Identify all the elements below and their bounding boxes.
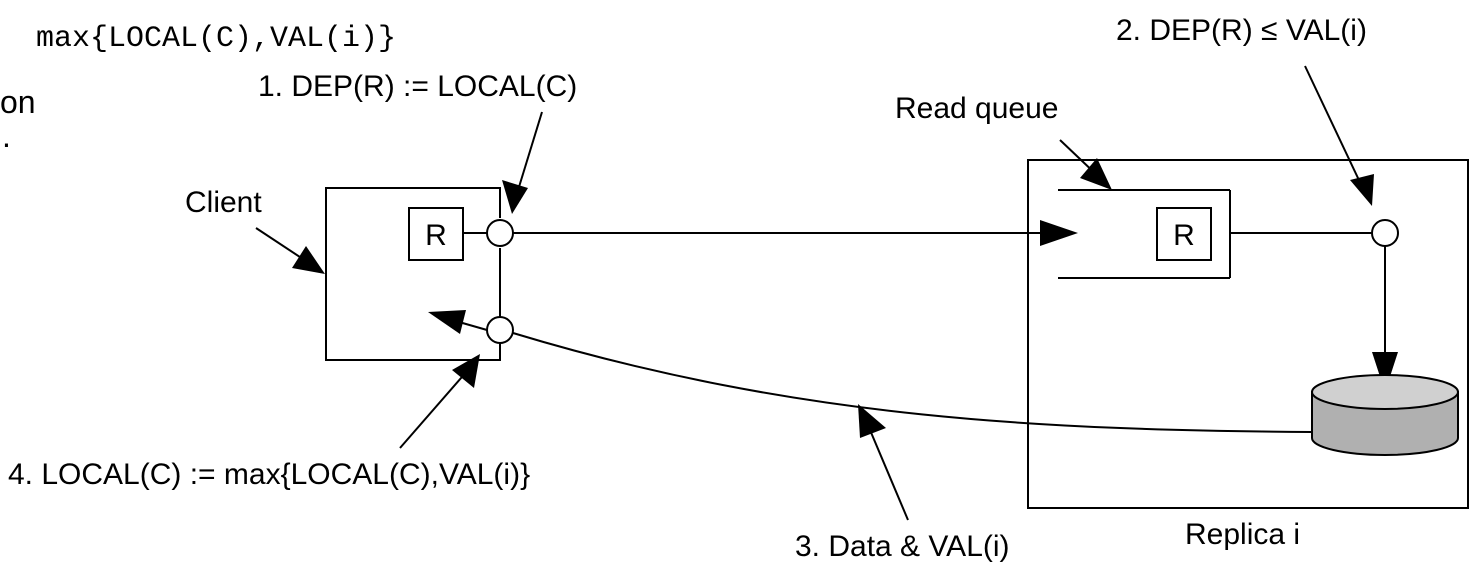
step3-label: 3. Data & VAL(i)	[795, 530, 1010, 563]
client-request-label: R	[425, 219, 447, 252]
client-request-box	[408, 207, 464, 261]
step4-pointer-arrowhead	[452, 354, 480, 388]
disk-arrowhead	[1372, 352, 1398, 392]
step3-pointer-arrowhead	[858, 404, 886, 438]
left-text-fragment: on	[0, 84, 36, 120]
replica-label: Replica i	[1185, 518, 1301, 551]
client-label: Client	[185, 186, 262, 219]
read-queue-label: Read queue	[895, 92, 1059, 125]
read-queue-pointer-arrowhead	[1080, 158, 1112, 190]
client-box	[325, 187, 501, 361]
response-curve	[512, 332, 1313, 433]
left-dot-fragment: .	[2, 118, 11, 154]
database-disk-icon	[1311, 374, 1459, 456]
step2-label: 2. DEP(R) ≤ VAL(i)	[1116, 14, 1367, 47]
step1-pointer-arrowhead	[502, 180, 528, 214]
queue-request-box	[1156, 207, 1212, 261]
step4-label: 4. LOCAL(C) := max{LOCAL(C),VAL(i)}	[8, 458, 531, 491]
client-out-port	[486, 219, 514, 247]
response-arrowhead	[428, 310, 466, 334]
client-pointer-arrowhead	[292, 246, 325, 274]
step2-pointer-arrowhead	[1350, 174, 1374, 206]
top-mono-fragment: max{LOCAL(C),VAL(i)}	[36, 22, 397, 56]
replica-box	[1027, 159, 1469, 509]
step1-label: 1. DEP(R) := LOCAL(C)	[258, 70, 578, 103]
queue-request-label: R	[1173, 219, 1195, 252]
replica-check-port	[1371, 219, 1399, 247]
client-in-port	[486, 316, 514, 344]
